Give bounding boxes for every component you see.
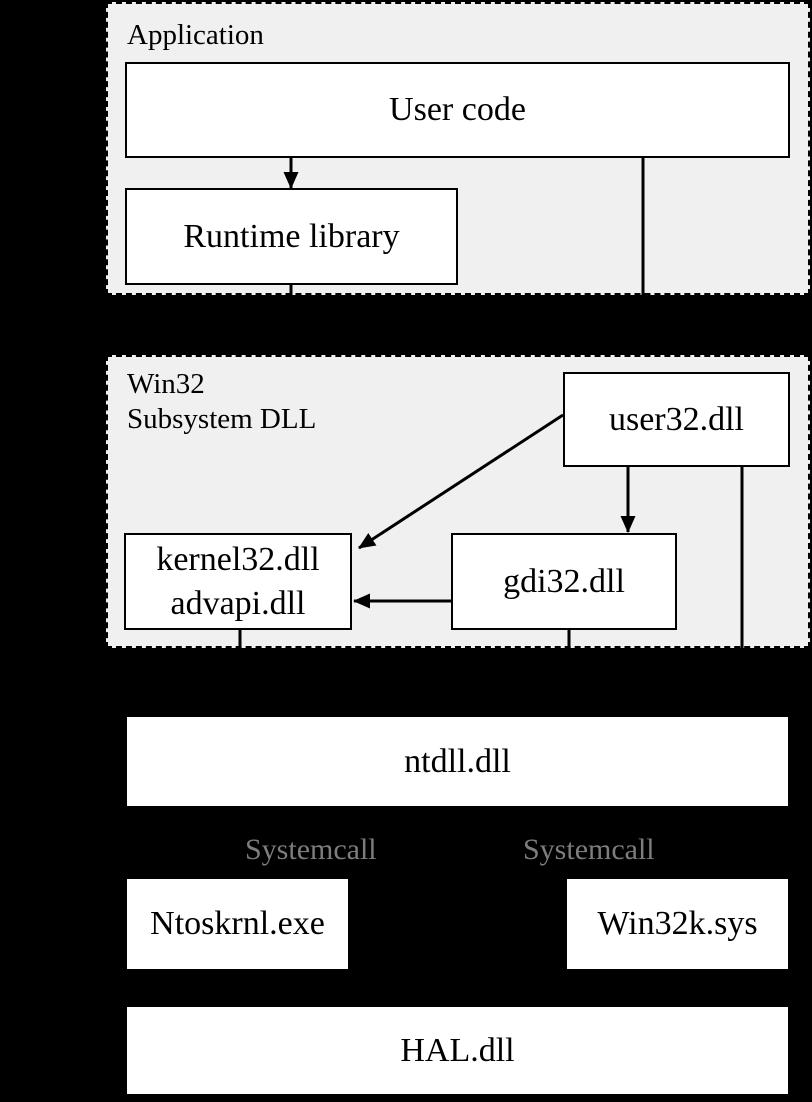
ntdll-dll-box: ntdll.dll <box>125 715 790 808</box>
kernel32-advapi-box: kernel32.dll advapi.dll <box>124 533 352 630</box>
user-code-label: User code <box>389 91 526 129</box>
systemcall-label-left: Systemcall <box>245 833 377 866</box>
kernel32-dll-label: kernel32.dll <box>156 540 320 578</box>
runtime-library-label: Runtime library <box>183 217 400 255</box>
ntoskrnl-exe-label: Ntoskrnl.exe <box>150 905 325 943</box>
systemcall-label-right: Systemcall <box>523 833 655 866</box>
hal-dll-box: HAL.dll <box>125 1005 790 1096</box>
hal-dll-label: HAL.dll <box>400 1031 515 1069</box>
application-group-label: Application <box>127 19 264 51</box>
gdi32-dll-label: gdi32.dll <box>503 562 625 600</box>
win32-group-label-line2: Subsystem DLL <box>127 403 317 436</box>
runtime-library-box: Runtime library <box>125 188 458 285</box>
gdi32-dll-box: gdi32.dll <box>451 533 677 630</box>
ntdll-dll-label: ntdll.dll <box>404 742 511 780</box>
win32-group-label-line1: Win32 <box>127 368 205 400</box>
advapi-dll-label: advapi.dll <box>170 584 306 622</box>
ntoskrnl-exe-box: Ntoskrnl.exe <box>125 877 350 971</box>
win32k-sys-label: Win32k.sys <box>597 905 758 943</box>
win32k-sys-box: Win32k.sys <box>565 877 790 971</box>
user32-dll-label: user32.dll <box>608 400 745 438</box>
connector-user32-to-kernel32-diagonal <box>358 413 564 550</box>
user32-dll-box: user32.dll <box>563 372 790 467</box>
user-code-box: User code <box>125 62 790 158</box>
